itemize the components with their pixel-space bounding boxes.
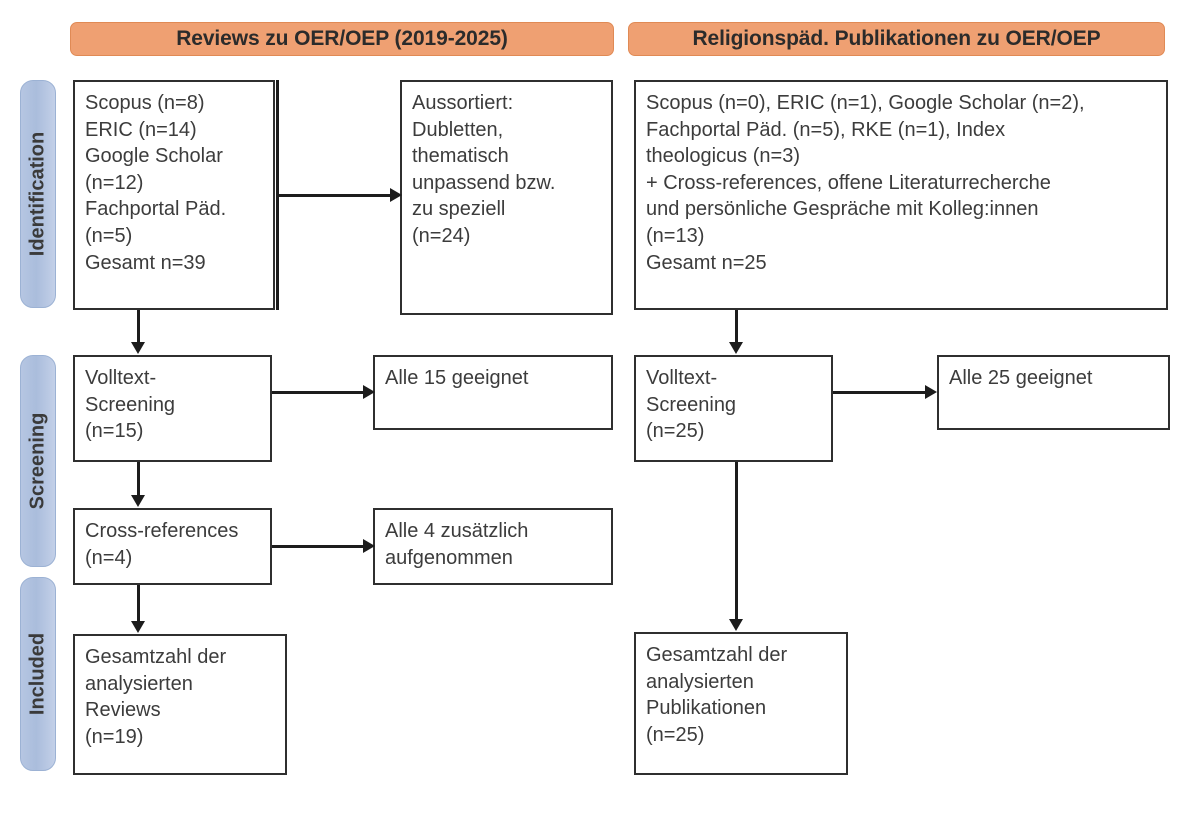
box-left-crossrefs-result: Alle 4 zusätzlich aufgenommen — [373, 508, 613, 585]
box-left-sources-line-2: ERIC (n=14) — [85, 118, 197, 141]
box-left-crossrefs-line-2: (n=4) — [85, 546, 133, 569]
box-left-sources-line-1: Scopus (n=8) — [85, 92, 205, 114]
arrowhead-right-sources-to-fulltext — [729, 342, 743, 354]
arrowhead-left-crossrefs-to-included — [131, 621, 145, 633]
box-right-fulltext-line-2: Screening — [646, 393, 737, 416]
stage-pill-screening: Screening — [20, 355, 56, 567]
box-left-fulltext-result-line-1: Alle 15 geeignet — [385, 367, 529, 389]
box-left-sources-line-4: (n=12) — [85, 171, 144, 194]
box-left-excluded-line-3: thematisch — [412, 145, 509, 168]
stage-label-screening: Screening — [26, 412, 49, 510]
box-left-excluded-line-6: (n=24) — [412, 224, 471, 247]
connector-left-crossrefs-to-result — [272, 545, 365, 548]
column-header-right: Religionspäd. Publikationen zu OER/OEP — [628, 22, 1165, 56]
box-right-included-line-4: (n=25) — [646, 723, 705, 746]
box-left-fulltext-result: Alle 15 geeignet — [373, 355, 613, 430]
box-left-sources-line-5: Fachportal Päd. — [85, 198, 227, 221]
box-right-included-line-1: Gesamtzahl der — [646, 644, 788, 666]
connector-left-sources-to-fulltext — [137, 310, 140, 343]
box-left-excluded-line-1: Aussortiert: — [412, 92, 514, 114]
box-left-fulltext-screening: Volltext- Screening (n=15) — [73, 355, 272, 462]
box-right-fulltext-line-3: (n=25) — [646, 420, 705, 443]
box-left-crossrefs-result-line-1: Alle 4 zusätzlich — [385, 520, 529, 542]
box-left-included-line-4: (n=19) — [85, 725, 144, 748]
column-header-left-label: Reviews zu OER/OEP (2019-2025) — [176, 27, 508, 50]
box-left-fulltext-line-2: Screening — [85, 393, 176, 416]
box-right-fulltext-screening: Volltext- Screening (n=25) — [634, 355, 833, 462]
connector-left-sources-to-excluded — [276, 194, 392, 197]
connector-left-crossrefs-to-included — [137, 585, 140, 622]
box-left-sources-line-6: (n=5) — [85, 224, 133, 247]
box-left-fulltext-line-3: (n=15) — [85, 420, 144, 443]
box-left-excluded: Aussortiert: Dubletten, thematisch unpas… — [400, 80, 613, 315]
box-right-fulltext-result: Alle 25 geeignet — [937, 355, 1170, 430]
connector-right-fulltext-to-result — [833, 391, 927, 394]
stage-label-identification: Identification — [26, 131, 49, 257]
box-left-crossrefs: Cross-references (n=4) — [73, 508, 272, 585]
arrowhead-left-fulltext-to-result — [363, 385, 375, 399]
arrowhead-left-sources-to-excluded — [390, 188, 402, 202]
arrowhead-left-sources-to-fulltext — [131, 342, 145, 354]
box-left-excluded-line-2: Dubletten, — [412, 118, 504, 141]
box-left-sources-line-3: Google Scholar — [85, 145, 223, 168]
arrowhead-right-fulltext-to-result — [925, 385, 937, 399]
box-right-sources: Scopus (n=0), ERIC (n=1), Google Scholar… — [634, 80, 1168, 310]
box-left-included-line-2: analysierten — [85, 672, 193, 695]
box-right-fulltext-line-1: Volltext- — [646, 367, 718, 389]
stage-pill-identification: Identification — [20, 80, 56, 308]
arrowhead-right-fulltext-to-included — [729, 619, 743, 631]
box-left-included: Gesamtzahl der analysierten Reviews (n=1… — [73, 634, 287, 775]
box-right-fulltext-result-line-1: Alle 25 geeignet — [949, 367, 1093, 389]
box-right-included: Gesamtzahl der analysierten Publikatione… — [634, 632, 848, 775]
box-left-crossrefs-line-1: Cross-references — [85, 520, 239, 542]
connector-right-fulltext-to-included — [735, 462, 738, 620]
box-right-sources-line-1: Scopus (n=0), ERIC (n=1), Google Scholar… — [646, 92, 1085, 114]
box-left-excluded-line-5: zu speziell — [412, 198, 506, 221]
arrowhead-left-crossrefs-to-result — [363, 539, 375, 553]
box-left-crossrefs-result-line-2: aufgenommen — [385, 546, 513, 569]
box-right-sources-line-2: Fachportal Päd. (n=5), RKE (n=1), Index — [646, 118, 1006, 141]
connector-left-fulltext-to-crossrefs — [137, 462, 140, 496]
box-right-included-line-2: analysierten — [646, 670, 754, 693]
connector-left-fulltext-to-result — [272, 391, 365, 394]
stage-label-included: Included — [26, 632, 49, 716]
box-right-included-line-3: Publikationen — [646, 697, 767, 720]
box-right-sources-line-4: + Cross-references, offene Literaturrech… — [646, 171, 1051, 194]
box-left-included-line-3: Reviews — [85, 699, 161, 722]
column-header-left: Reviews zu OER/OEP (2019-2025) — [70, 22, 614, 56]
column-header-right-label: Religionspäd. Publikationen zu OER/OEP — [692, 27, 1101, 50]
box-right-sources-line-5: und persönliche Gespräche mit Kolleg:inn… — [646, 198, 1039, 221]
connector-right-sources-to-fulltext — [735, 310, 738, 343]
box-right-sources-line-6: (n=13) — [646, 224, 705, 247]
box-right-sources-line-7: Gesamt n=25 — [646, 251, 767, 274]
box-left-sources-line-7: Gesamt n=39 — [85, 251, 206, 274]
box-left-included-line-1: Gesamtzahl der — [85, 646, 227, 668]
stage-pill-included: Included — [20, 577, 56, 771]
box-left-sources: Scopus (n=8) ERIC (n=14) Google Scholar … — [73, 80, 275, 310]
box-left-fulltext-line-1: Volltext- — [85, 367, 157, 389]
arrowhead-left-fulltext-to-crossrefs — [131, 495, 145, 507]
box-right-sources-line-3: theologicus (n=3) — [646, 145, 800, 168]
box-left-excluded-line-4: unpassend bzw. — [412, 171, 556, 194]
